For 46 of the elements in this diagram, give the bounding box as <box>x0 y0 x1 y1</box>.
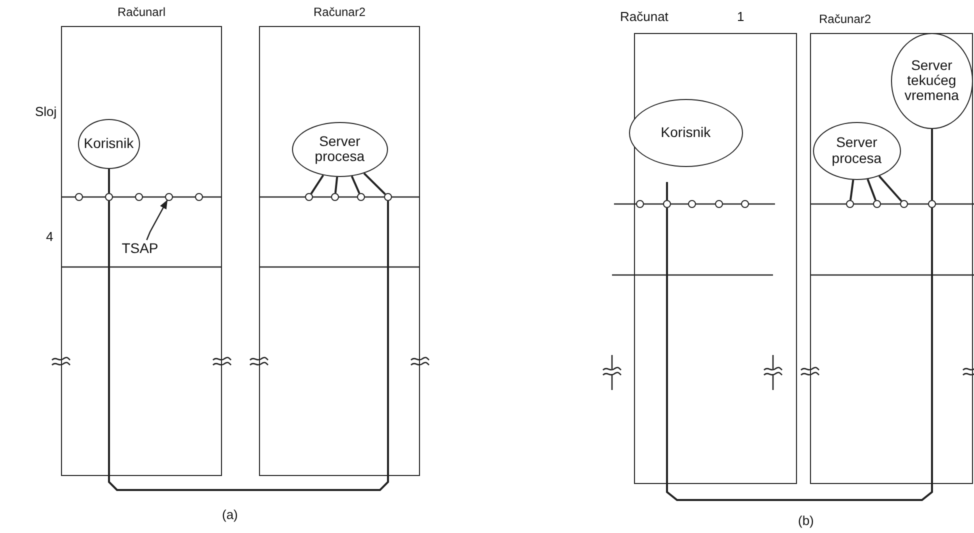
tsap-dot <box>928 200 936 208</box>
tsap-dot <box>662 200 671 208</box>
tsap-dot <box>194 192 203 201</box>
tsap-dot <box>740 200 749 208</box>
column-heading: Računar2 <box>312 5 367 19</box>
connection-line <box>666 182 668 200</box>
tsap-dot <box>356 192 365 201</box>
tsap-dot <box>714 200 723 208</box>
column-heading: Računarl <box>116 5 167 19</box>
connection-line <box>310 174 324 194</box>
tsap-dot <box>330 192 339 201</box>
tsap-dot <box>74 192 83 201</box>
tsap-dot <box>900 200 908 208</box>
connection-line <box>334 176 338 194</box>
tsap-label: TSAP <box>122 240 164 258</box>
connection-line <box>866 178 877 201</box>
text-label: 4 <box>46 229 54 244</box>
connection-line <box>108 168 110 193</box>
connection-line <box>666 208 933 501</box>
process-label: Server tekućeg vremena <box>903 58 960 104</box>
process-label: Korisnik <box>660 124 711 140</box>
tsap-dot <box>134 192 143 201</box>
tsap-dot <box>304 192 313 201</box>
connection-line <box>350 176 360 194</box>
connection-line <box>108 201 389 491</box>
tsap-dot <box>384 192 392 201</box>
text-label: (b) <box>798 513 814 528</box>
connection-line <box>878 175 902 202</box>
tsap-dot <box>688 200 696 208</box>
process-label: Server procesa <box>830 135 883 166</box>
process-label: Korisnik <box>84 136 134 152</box>
tsap-dot <box>164 192 173 201</box>
column-heading: Računar2 <box>819 12 872 26</box>
text-label: (a) <box>222 507 238 522</box>
text-label: Sloj <box>35 104 57 119</box>
text-label: 1 <box>737 9 744 24</box>
connection-line <box>850 180 854 200</box>
tsap-dot <box>872 200 881 208</box>
text-label: Računat <box>620 9 668 24</box>
tsap-dot <box>104 192 113 201</box>
connection-line <box>931 129 933 200</box>
tsap-dot <box>846 200 854 208</box>
connection-line <box>363 172 386 195</box>
leader-arrow <box>146 200 168 240</box>
tsap-dot <box>636 200 644 208</box>
process-label: Server procesa <box>314 134 366 165</box>
